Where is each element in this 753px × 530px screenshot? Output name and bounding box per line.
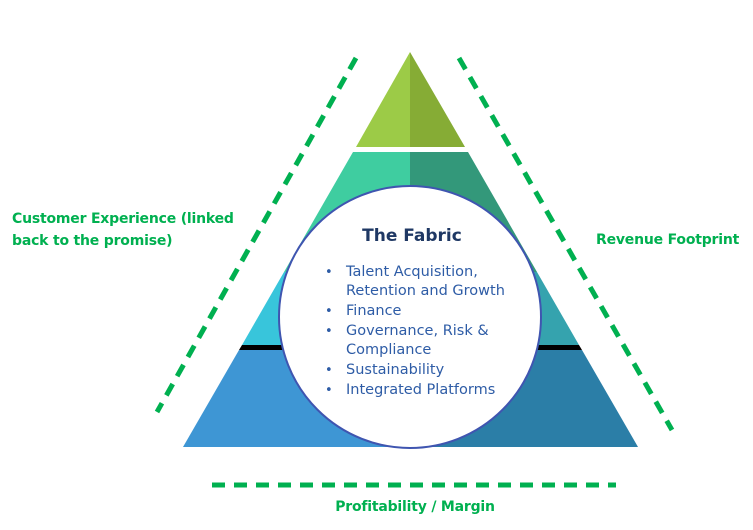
dashed-line-left [154, 56, 359, 414]
fabric-circle-title: The Fabric [362, 226, 462, 246]
pyramid-layer1-left [356, 52, 410, 147]
customer-experience-label: Customer Experience (linked back to the … [12, 211, 234, 249]
profitability-margin-label: Profitability / Margin [335, 499, 495, 515]
fabric-list-item-sustainability: Sustainability [320, 361, 518, 380]
fabric-list-item-talent: Talent Acquisition, Retention and Growth [320, 263, 518, 301]
fabric-item-list: Talent Acquisition, Retention and Growth… [320, 263, 518, 401]
dashed-line-right [456, 56, 675, 432]
fabric-list-item-platforms: Integrated Platforms [320, 381, 518, 400]
revenue-footprint-label: Revenue Footprint [596, 232, 740, 248]
fabric-list-item-finance: Finance [320, 302, 518, 321]
fabric-list-item-governance: Governance, Risk & Compliance [320, 322, 518, 360]
pyramid-layer1-right [410, 52, 465, 147]
